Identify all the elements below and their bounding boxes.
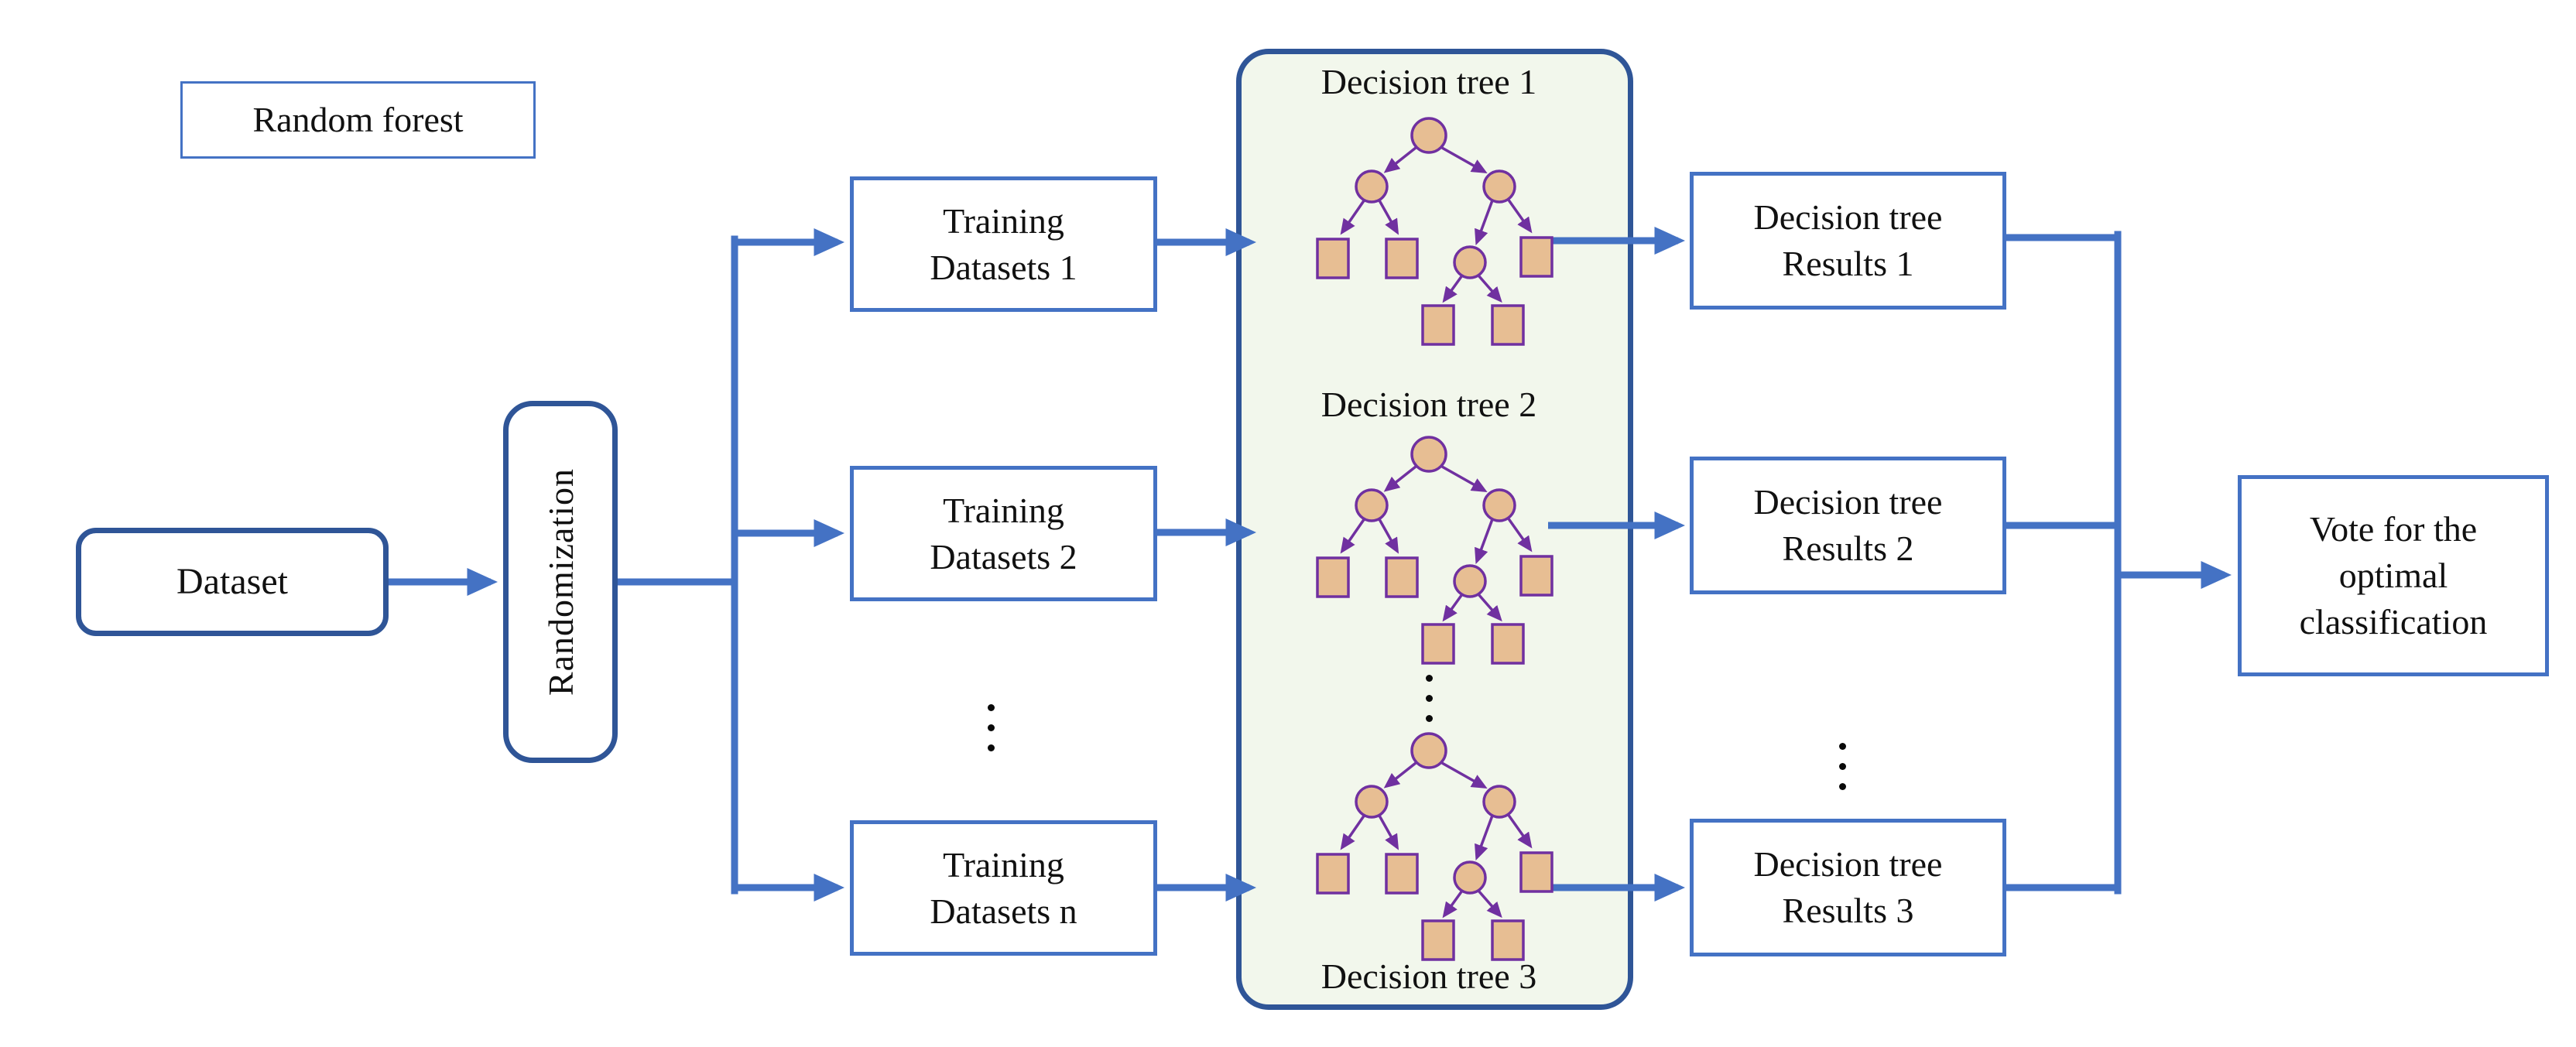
decision-tree-3-diagram xyxy=(1317,734,1552,960)
results-1-line2: Results 1 xyxy=(1782,244,1914,283)
dataset-label: Dataset xyxy=(176,561,288,602)
decision-tree-1-title: Decision tree 1 xyxy=(1321,62,1537,101)
training-datasets-2-line1: Training xyxy=(943,490,1064,530)
random-forest-label-box: Random forest xyxy=(180,81,536,159)
training-datasets-1-line1: Training xyxy=(943,200,1064,241)
results-3-line2: Results 3 xyxy=(1782,891,1914,930)
training-datasets-1-line2: Datasets 1 xyxy=(930,247,1077,287)
results-1-line1: Decision tree xyxy=(1753,197,1943,237)
results-3-line1: Decision tree xyxy=(1753,844,1943,884)
random-forest-label: Random forest xyxy=(252,100,464,139)
decision-tree-2-title: Decision tree 2 xyxy=(1321,385,1537,424)
vote-line2: optimal xyxy=(2338,556,2448,595)
randomization-label: Randomization xyxy=(540,467,581,696)
dataset-box: Dataset xyxy=(76,528,389,636)
training-datasets-n-line1: Training xyxy=(943,844,1064,884)
decision-tree-results-2-box: Decision tree Results 2 xyxy=(1690,457,2006,594)
results-ellipsis-icon xyxy=(1839,743,1846,790)
decision-tree-results-1-box: Decision tree Results 1 xyxy=(1690,172,2006,310)
randomization-box: Randomization xyxy=(503,401,618,763)
vote-line3: classification xyxy=(2299,602,2488,642)
decision-tree-2-diagram xyxy=(1317,437,1552,663)
decision-tree-results-3-box: Decision tree Results 3 xyxy=(1690,819,2006,956)
vote-box: Vote for the optimal classification xyxy=(2238,475,2549,676)
training-ellipsis-icon xyxy=(988,704,995,751)
training-datasets-2-line2: Datasets 2 xyxy=(930,536,1077,577)
training-datasets-2-box: Training Datasets 2 xyxy=(850,466,1157,601)
vote-line1: Vote for the xyxy=(2309,509,2478,549)
results-2-line1: Decision tree xyxy=(1753,482,1943,522)
training-datasets-1-box: Training Datasets 1 xyxy=(850,176,1157,312)
tree-panel-ellipsis-icon xyxy=(1426,675,1433,722)
results-2-line2: Results 2 xyxy=(1782,529,1914,568)
decision-tree-3-title: Decision tree 3 xyxy=(1321,956,1537,996)
decision-tree-panel xyxy=(1236,49,1633,1010)
decision-tree-1-diagram xyxy=(1317,118,1552,344)
training-datasets-n-box: Training Datasets n xyxy=(850,820,1157,956)
training-datasets-n-line2: Datasets n xyxy=(930,891,1077,931)
